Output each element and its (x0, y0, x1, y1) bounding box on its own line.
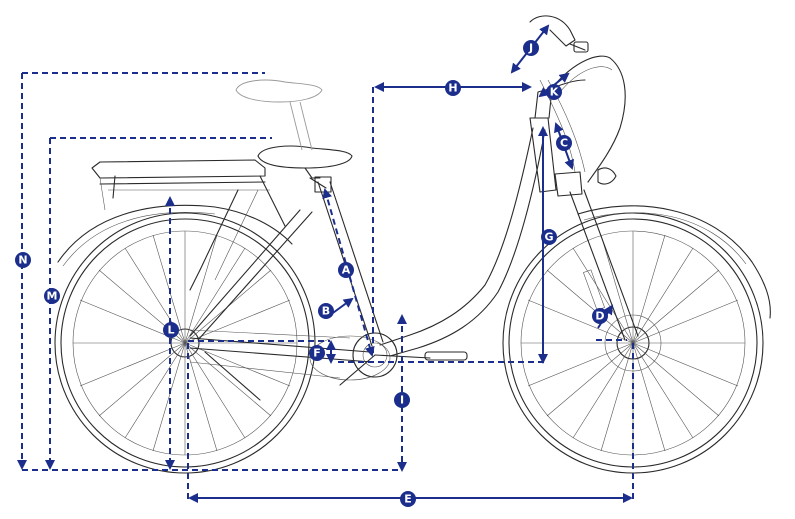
badges: N M L A B F I E (15, 40, 608, 507)
badge-f: F (309, 345, 325, 361)
badge-h: H (445, 80, 461, 96)
saddle (257, 145, 353, 193)
badge-i: I (394, 392, 410, 408)
cockpit (529, 15, 626, 197)
svg-text:F: F (313, 347, 321, 360)
svg-text:J: J (528, 42, 533, 55)
bicycle-sketch (54, 15, 771, 474)
svg-text:K: K (550, 86, 559, 99)
svg-text:L: L (167, 324, 174, 337)
rear-wheel (54, 204, 316, 474)
svg-text:A: A (342, 264, 351, 277)
raised-saddle-ghost (235, 79, 323, 151)
badge-b: B (318, 303, 334, 319)
badge-a: A (338, 262, 354, 278)
rear-rack (91, 159, 286, 291)
badge-m: M (44, 288, 60, 304)
badge-d: D (592, 308, 608, 324)
front-wheel (502, 205, 771, 474)
badge-n: N (15, 252, 31, 268)
badge-g: G (541, 229, 557, 245)
dimension-lines (17, 24, 634, 503)
svg-text:N: N (18, 254, 27, 267)
badge-e: E (400, 491, 416, 507)
svg-text:I: I (400, 394, 404, 407)
svg-text:C: C (560, 137, 568, 150)
badge-l: L (163, 322, 179, 338)
svg-text:G: G (544, 231, 553, 244)
badge-c: C (556, 135, 572, 151)
badge-k: K (546, 84, 562, 100)
svg-text:H: H (448, 82, 457, 95)
svg-text:D: D (595, 310, 604, 323)
svg-text:M: M (47, 290, 58, 303)
badge-j: J (523, 40, 539, 56)
svg-text:B: B (322, 305, 330, 318)
svg-text:E: E (404, 493, 412, 506)
